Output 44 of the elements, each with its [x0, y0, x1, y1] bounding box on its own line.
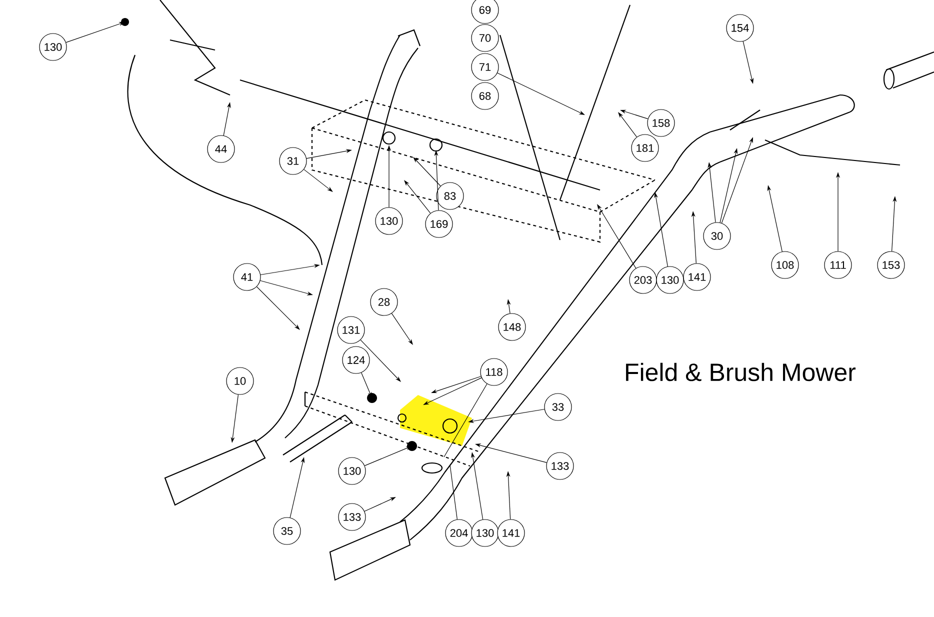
callout-number: 154: [726, 14, 754, 42]
callout-number: 30: [703, 222, 731, 250]
callout-number: 33: [544, 393, 572, 421]
callout-number: 148: [498, 313, 526, 341]
callout-number: 108: [771, 251, 799, 279]
callout-number: 204: [445, 519, 473, 547]
callout-number: 71: [471, 53, 499, 81]
leader-line: [404, 180, 431, 214]
callout-number: 28: [370, 288, 398, 316]
callout-number: 169: [425, 210, 453, 238]
callout-number: 131: [337, 316, 365, 344]
leader-line: [444, 384, 488, 458]
callout-number: 10: [226, 367, 254, 395]
callout-number: 70: [471, 24, 499, 52]
callout-number: 141: [497, 519, 525, 547]
callout-number: 203: [629, 266, 657, 294]
callout-number: 130: [338, 457, 366, 485]
callout-number: 130: [39, 33, 67, 61]
callout-number: 31: [279, 147, 307, 175]
leader-line: [360, 340, 401, 382]
callout-number: 133: [338, 503, 366, 531]
callout-number: 130: [471, 519, 499, 547]
callout-number: 133: [546, 452, 574, 480]
callout-number: 130: [375, 207, 403, 235]
callout-number: 130: [656, 266, 684, 294]
callout-number: 124: [342, 346, 370, 374]
leader-line: [618, 112, 638, 138]
callout-number: 111: [824, 251, 852, 279]
callout-number: 41: [233, 263, 261, 291]
leader-line: [450, 464, 458, 520]
callout-number: 68: [471, 82, 499, 110]
callout-number: 118: [480, 358, 508, 386]
callout-number: 69: [471, 0, 499, 24]
leader-line: [413, 157, 441, 186]
callout-number: 158: [647, 109, 675, 137]
callout-number: 35: [273, 517, 301, 545]
title: Field & Brush Mower: [626, 362, 856, 382]
callout-number: 181: [631, 134, 659, 162]
leader-line: [256, 286, 300, 330]
leader-line: [304, 169, 333, 192]
callout-number: 83: [436, 182, 464, 210]
callout-number: 141: [683, 263, 711, 291]
callout-number: 153: [877, 251, 905, 279]
callout-number: 44: [207, 135, 235, 163]
